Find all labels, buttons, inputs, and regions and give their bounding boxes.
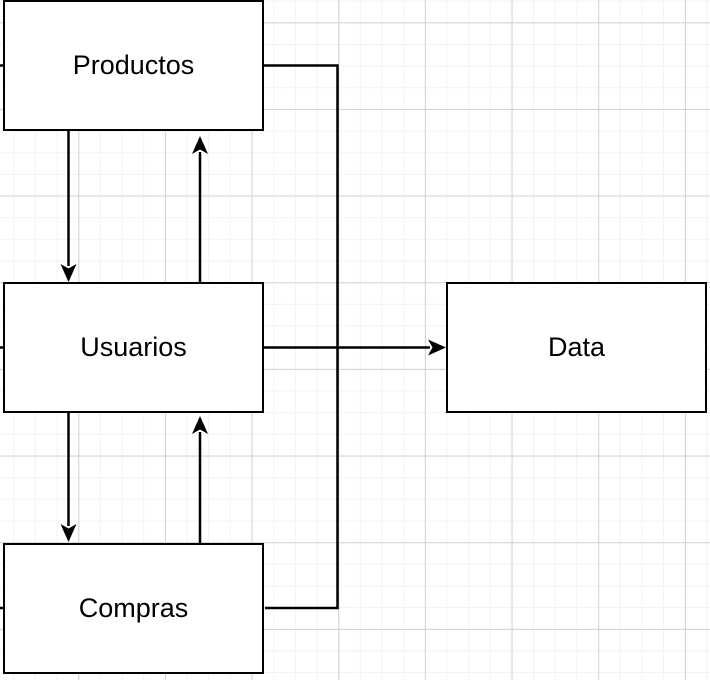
edge-productos-compras[interactable] [263, 64, 339, 610]
node-compras-label: Compras [78, 593, 189, 624]
node-compras[interactable]: Compras [3, 543, 264, 674]
node-data-label: Data [547, 332, 606, 363]
node-productos-label: Productos [72, 50, 195, 81]
node-usuarios-label: Usuarios [80, 332, 187, 363]
node-productos[interactable]: Productos [3, 0, 264, 131]
node-usuarios[interactable]: Usuarios [3, 282, 264, 413]
node-data[interactable]: Data [446, 282, 707, 413]
